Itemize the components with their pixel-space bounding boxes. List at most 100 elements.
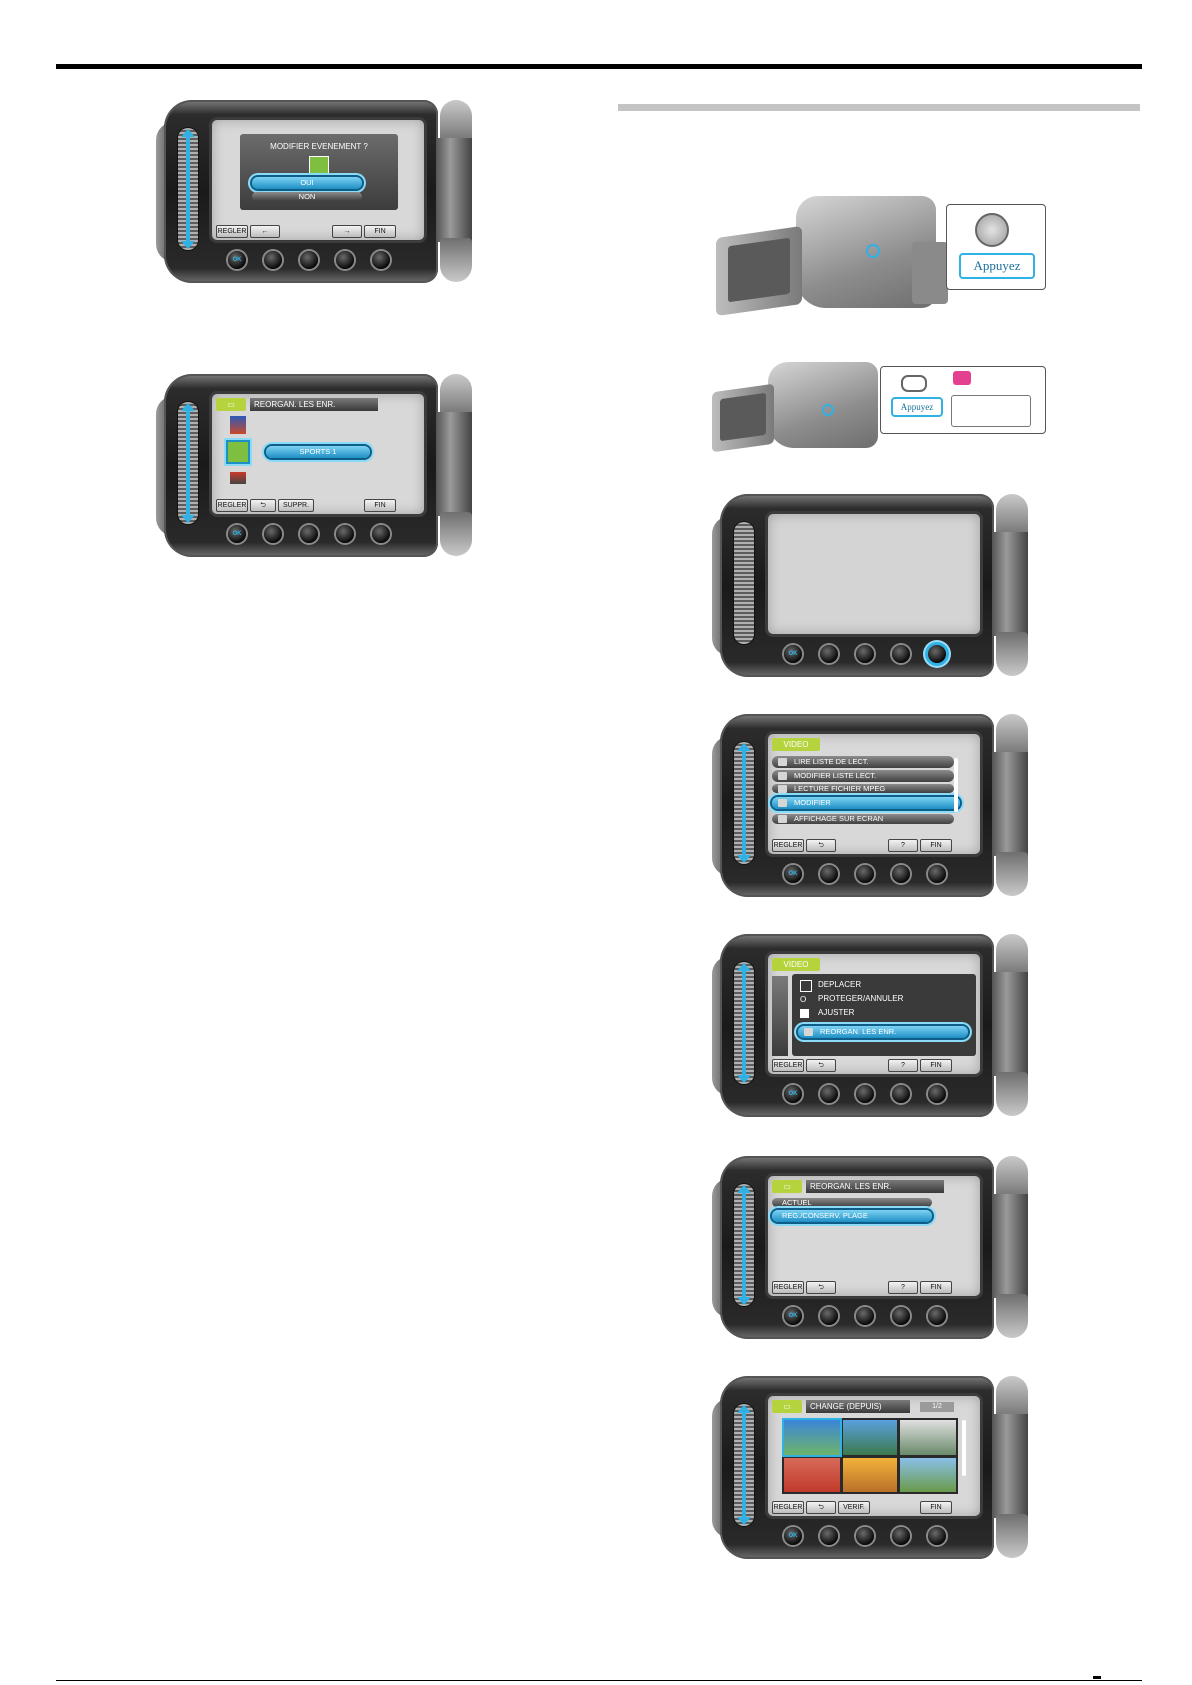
lcd-unit-blank: OK — [712, 494, 1032, 677]
ok-button[interactable]: OK — [784, 1085, 802, 1103]
yes-option[interactable]: OUI — [252, 177, 362, 189]
regler-button[interactable]: REGLER — [772, 839, 804, 852]
menu-button[interactable] — [372, 525, 390, 543]
event-icon — [309, 156, 329, 174]
hw-button-3[interactable] — [856, 645, 874, 663]
hw-button-3[interactable] — [856, 1527, 874, 1545]
hw-button-3[interactable] — [300, 251, 318, 269]
ok-button[interactable]: OK — [784, 1527, 802, 1545]
thumbnail-6[interactable] — [900, 1458, 956, 1492]
hw-button-3[interactable] — [856, 865, 874, 883]
hw-button-2[interactable] — [820, 1527, 838, 1545]
hw-button-4[interactable] — [336, 251, 354, 269]
submenu-item-proteger[interactable]: PROTEGER/ANNULER — [818, 994, 904, 1003]
menu-button-highlighted[interactable] — [928, 645, 946, 663]
hw-button-2[interactable] — [264, 525, 282, 543]
regler-button[interactable]: REGLER — [772, 1281, 804, 1294]
hw-button-2[interactable] — [820, 1085, 838, 1103]
back-button[interactable]: ⮌ — [806, 839, 836, 852]
help-button[interactable]: ? — [888, 1059, 918, 1072]
menu-button[interactable] — [372, 251, 390, 269]
zoom-slider[interactable] — [734, 1184, 754, 1306]
menu-item-modifier[interactable]: MODIFIER — [772, 797, 960, 809]
zoom-slider[interactable] — [734, 1404, 754, 1526]
screen-title: REORGAN. LES ENR. — [250, 398, 378, 411]
video-mode-icon: ▭ — [772, 1180, 802, 1193]
menu-item-modifier-liste[interactable]: MODIFIER LISTE LECT. — [772, 770, 954, 782]
no-option[interactable]: NON — [252, 192, 362, 201]
scrollbar[interactable] — [962, 1420, 966, 1476]
help-button[interactable]: ? — [888, 839, 918, 852]
thumbnail-4[interactable] — [784, 1458, 840, 1492]
submenu-item-reorgan[interactable]: REORGAN. LES ENR. — [798, 1026, 968, 1038]
menu-button[interactable] — [928, 1307, 946, 1325]
thumbnail-1[interactable] — [784, 1420, 840, 1455]
regler-button[interactable]: REGLER — [216, 225, 248, 238]
menu-button[interactable] — [928, 1085, 946, 1103]
menu-item-lire-liste[interactable]: LIRE LISTE DE LECT. — [772, 756, 954, 768]
scrollbar[interactable] — [954, 758, 958, 812]
hw-button-3[interactable] — [300, 525, 318, 543]
thumbnail-3[interactable] — [900, 1420, 956, 1455]
regler-button[interactable]: REGLER — [772, 1059, 804, 1072]
thumbnail-5[interactable] — [843, 1458, 897, 1492]
ok-button[interactable]: OK — [784, 1307, 802, 1325]
option-actuel[interactable]: ACTUEL — [772, 1198, 932, 1207]
back-button[interactable]: ⮌ — [806, 1501, 836, 1514]
hw-button-4[interactable] — [892, 645, 910, 663]
playlist-icon — [778, 758, 787, 766]
menu-item-lecture-mpeg[interactable]: LECTURE FICHIER MPEG — [772, 784, 954, 793]
fin-button[interactable]: FIN — [364, 499, 396, 512]
help-button[interactable]: ? — [888, 1281, 918, 1294]
hw-button-2[interactable] — [820, 865, 838, 883]
back-button[interactable]: ⮌ — [806, 1281, 836, 1294]
hw-button-2[interactable] — [820, 645, 838, 663]
submenu-item-ajuster[interactable]: AJUSTER — [818, 1008, 855, 1017]
zoom-slider[interactable] — [734, 742, 754, 864]
suppr-button[interactable]: SUPPR. — [278, 499, 314, 512]
back-button[interactable]: ⮌ — [806, 1059, 836, 1072]
zoom-slider[interactable] — [178, 128, 198, 250]
back-button[interactable]: ⮌ — [250, 499, 276, 512]
verif-button[interactable]: VERIF. — [838, 1501, 870, 1514]
fin-button[interactable]: FIN — [920, 1281, 952, 1294]
ok-button[interactable]: OK — [228, 251, 246, 269]
display-icon — [778, 815, 787, 823]
video-mode-icon: ▭ — [216, 398, 246, 411]
fin-button[interactable]: FIN — [920, 1501, 952, 1514]
hw-button-3[interactable] — [856, 1085, 874, 1103]
ok-button[interactable]: OK — [784, 865, 802, 883]
zoom-slider[interactable] — [734, 962, 754, 1084]
page-mark — [1093, 1676, 1101, 1679]
camcorder-photo-2: Appuyez — [712, 356, 1046, 456]
zoom-slider[interactable] — [178, 402, 198, 524]
fin-button[interactable]: FIN — [920, 1059, 952, 1072]
menu-item-affichage[interactable]: AFFICHAGE SUR ECRAN — [772, 814, 954, 824]
event-item-selected[interactable]: SPORTS 1 — [266, 446, 370, 458]
left-arrow-button[interactable]: ← — [250, 225, 280, 238]
thumbnail-2[interactable] — [843, 1420, 897, 1455]
left-icon-column — [772, 976, 788, 1056]
ok-button[interactable]: OK — [784, 645, 802, 663]
regler-button[interactable]: REGLER — [216, 499, 248, 512]
hw-button-4[interactable] — [892, 1085, 910, 1103]
hw-button-4[interactable] — [892, 1527, 910, 1545]
zoom-slider[interactable] — [734, 522, 754, 644]
hw-button-4[interactable] — [892, 865, 910, 883]
menu-button[interactable] — [928, 1527, 946, 1545]
submenu-item-deplacer[interactable]: DEPLACER — [818, 980, 862, 989]
right-arrow-button[interactable]: → — [332, 225, 362, 238]
lcd-screen: VIDEO DEPLACER PROTEGER/ANNULER AJUSTER … — [768, 954, 980, 1074]
hw-button-4[interactable] — [336, 525, 354, 543]
fin-button[interactable]: FIN — [364, 225, 396, 238]
hw-button-2[interactable] — [820, 1307, 838, 1325]
hw-button-4[interactable] — [892, 1307, 910, 1325]
option-reg-conserv-plage[interactable]: REG./CONSERV. PLAGE — [772, 1210, 932, 1222]
regler-button[interactable]: REGLER — [772, 1501, 804, 1514]
fin-button[interactable]: FIN — [920, 839, 952, 852]
menu-button[interactable] — [928, 865, 946, 883]
hw-button-2[interactable] — [264, 251, 282, 269]
ok-button[interactable]: OK — [228, 525, 246, 543]
hw-button-3[interactable] — [856, 1307, 874, 1325]
video-mode-lamp-icon — [953, 371, 971, 385]
